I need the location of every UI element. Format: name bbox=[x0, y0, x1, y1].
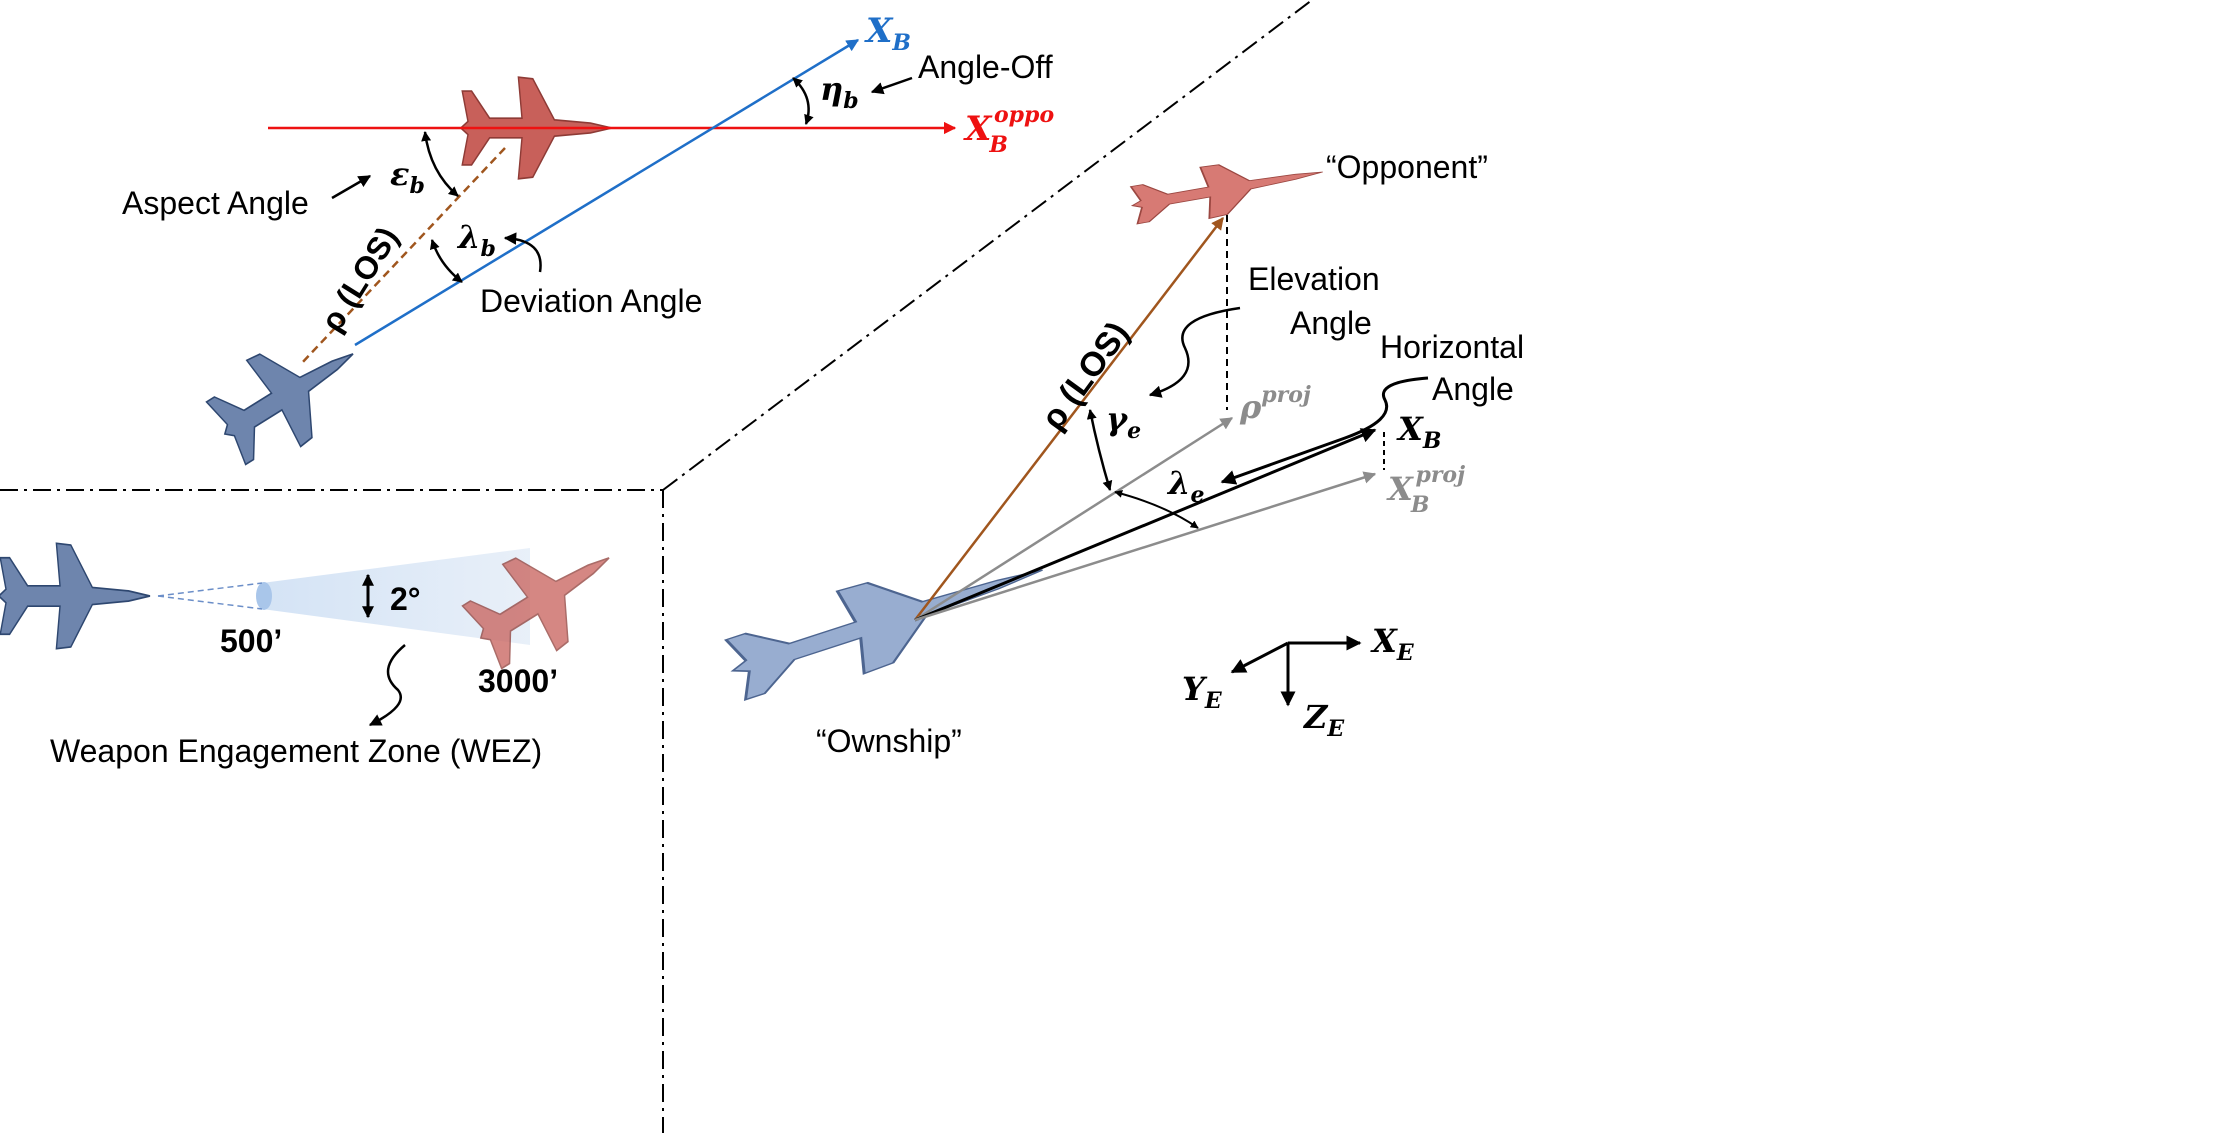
wez-dashed-upper bbox=[157, 582, 263, 597]
wez-near-end bbox=[256, 582, 272, 610]
rho-proj-vector bbox=[914, 416, 1234, 622]
deviation-angle-pointer bbox=[503, 232, 542, 273]
elevation-label-line1: Elevation bbox=[1248, 261, 1380, 297]
epsilon-arc bbox=[421, 131, 459, 197]
x-b-oppo-label: XBoppo bbox=[963, 102, 1054, 158]
gamma-arc bbox=[1086, 409, 1113, 491]
x-b-axis bbox=[354, 38, 860, 347]
epsilon-label: εb bbox=[390, 155, 425, 199]
rho-los-label: ρ (LOS) bbox=[313, 220, 405, 337]
wez-cone bbox=[262, 548, 530, 645]
deviation-angle-label: Deviation Angle bbox=[480, 283, 702, 319]
gamma-label: γe bbox=[1106, 400, 1141, 444]
lambda-e-arc bbox=[1114, 489, 1199, 529]
wez-range-max: 3000’ bbox=[478, 663, 558, 699]
elevation-label-line2: Angle bbox=[1290, 305, 1372, 341]
opponent-label: “Opponent” bbox=[1326, 149, 1488, 185]
angle-off-label: Angle-Off bbox=[918, 49, 1053, 85]
angle-off-pointer bbox=[870, 76, 913, 95]
rho-proj-label: ρproj bbox=[1239, 382, 1311, 426]
x-b-3d-label: XB bbox=[1396, 410, 1441, 454]
eta-arc bbox=[792, 77, 814, 125]
los-vector-3d bbox=[914, 217, 1224, 621]
top-left-panel: XB XBoppo ηb Angle-Off εb Aspect Angle λ… bbox=[122, 11, 1054, 478]
elevation-pointer bbox=[1148, 306, 1241, 398]
horizontal-label-line1: Horizontal bbox=[1380, 329, 1524, 365]
x-b-proj-vector bbox=[914, 471, 1377, 622]
panel-dividers bbox=[0, 0, 1313, 1133]
wez-label: Weapon Engagement Zone (WEZ) bbox=[50, 733, 542, 769]
ownship-label: “Ownship” bbox=[816, 723, 962, 759]
wez-pointer bbox=[368, 644, 406, 727]
eta-label: ηb bbox=[820, 70, 859, 114]
wez-dashed-lower bbox=[157, 595, 263, 610]
x-b-label: XB bbox=[864, 11, 911, 56]
right-panel: “Opponent” Elevation Angle Horizontal An… bbox=[717, 145, 1524, 759]
x-b-proj-label: XBproj bbox=[1386, 462, 1465, 518]
wez-range-min: 500’ bbox=[220, 623, 282, 659]
y-e-axis bbox=[1230, 641, 1289, 674]
lambda-e-label: λe bbox=[1166, 464, 1204, 508]
x-e-label: XE bbox=[1370, 622, 1415, 666]
lambda-b-label: λb bbox=[456, 218, 496, 262]
los-line bbox=[299, 147, 506, 366]
ownship-jet-wez bbox=[0, 542, 151, 650]
z-e-label: ZE bbox=[1302, 698, 1345, 742]
y-e-label: YE bbox=[1182, 670, 1223, 714]
horizontal-label-line2: Angle bbox=[1432, 371, 1514, 407]
earth-frame-axes bbox=[1230, 635, 1362, 707]
wez-angle-label: 2° bbox=[390, 581, 421, 617]
bottom-left-panel: 2° 500’ 3000’ Weapon Engagement Zone (WE… bbox=[0, 513, 637, 769]
aspect-angle-pointer bbox=[331, 174, 372, 200]
x-b-vector-3d bbox=[914, 428, 1377, 622]
lambda-b-arc bbox=[429, 239, 463, 283]
aspect-angle-label: Aspect Angle bbox=[122, 185, 309, 221]
ownship-jet-top bbox=[197, 309, 381, 478]
ownship-jet-3d bbox=[717, 527, 1058, 714]
horizontal-pointer bbox=[1220, 376, 1429, 485]
